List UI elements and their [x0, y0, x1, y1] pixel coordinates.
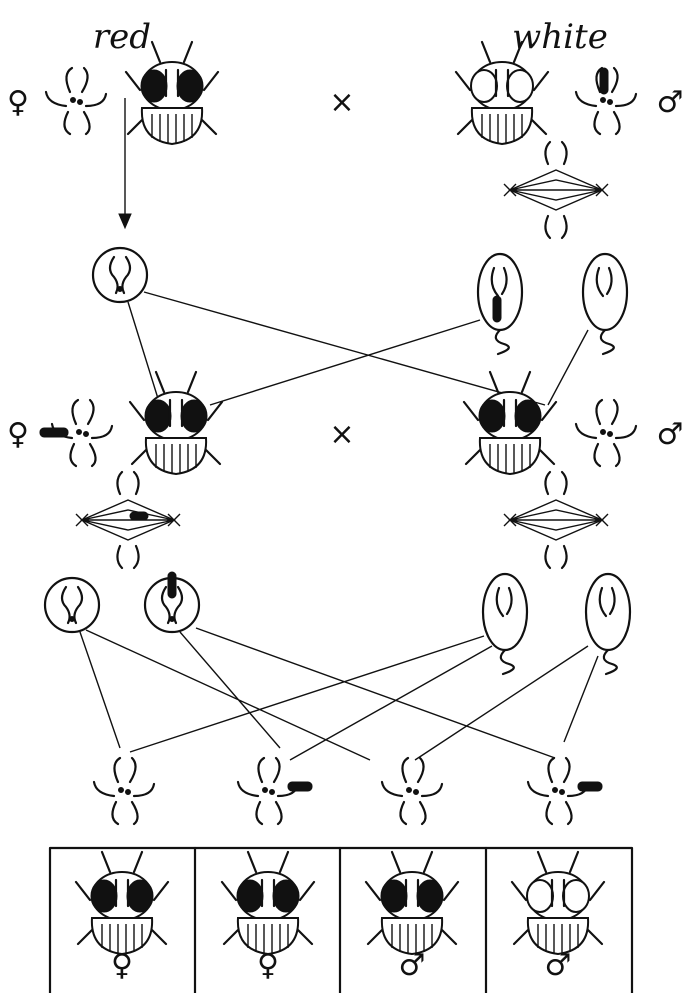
- offspring-cell-4: ♂: [510, 850, 606, 983]
- chromosome-rosette: [236, 756, 300, 826]
- cross-symbol: ×: [329, 417, 354, 452]
- fly-red-eyes: [364, 850, 460, 956]
- chromosome-rosette: [92, 756, 156, 826]
- cross-symbol: ×: [329, 85, 354, 120]
- male-symbol: ♂: [657, 417, 684, 452]
- fly-red-eyes: [220, 850, 316, 956]
- fly-red-eyes: [128, 370, 224, 476]
- x-chromosome-mark: [287, 781, 313, 792]
- female-symbol: ♀: [7, 85, 29, 120]
- chromosome-rosette: [574, 398, 638, 468]
- chromosome-rosette: [44, 66, 108, 136]
- sperm-cell: [584, 572, 632, 676]
- female-symbol: ♀: [7, 417, 29, 452]
- sperm-cell: [481, 572, 529, 676]
- table-dividers: [193, 846, 488, 993]
- offspring-cell-1: ♀: [74, 850, 170, 983]
- sperm-cell: [581, 252, 629, 356]
- fertilization-lines: [79, 627, 599, 761]
- fertilization-lines: [127, 291, 589, 406]
- label-red: red: [93, 17, 151, 57]
- female-symbol: ♀: [111, 948, 133, 983]
- label-white: white: [512, 17, 608, 57]
- x-chromosome-mark: [129, 511, 149, 521]
- fly-red-eyes: [124, 40, 220, 146]
- spindle: [502, 140, 610, 240]
- fly-red-eyes: [462, 370, 558, 476]
- female-symbol: ♀: [257, 948, 279, 983]
- x-chromosome-mark: [39, 427, 69, 438]
- spindle: [74, 470, 182, 570]
- x-chromosome-mark: [599, 67, 609, 95]
- x-chromosome-mark: [167, 571, 177, 599]
- fly-white-eyes: [454, 40, 550, 146]
- male-symbol: ♂: [545, 948, 572, 983]
- x-chromosome-mark: [492, 295, 502, 323]
- fly-white-eyes: [510, 850, 606, 956]
- arrow-head: [118, 213, 132, 230]
- offspring-cell-3: ♂: [364, 850, 460, 983]
- male-symbol: ♂: [657, 85, 684, 120]
- x-chromosome-mark: [577, 781, 603, 792]
- egg-cell: [43, 576, 101, 634]
- chromosome-rosette: [380, 756, 444, 826]
- egg-cell: [91, 246, 149, 304]
- fly-red-eyes: [74, 850, 170, 956]
- spindle: [502, 470, 610, 570]
- chromosome-rosette: [526, 756, 590, 826]
- male-symbol: ♂: [399, 948, 426, 983]
- offspring-cell-2: ♀: [220, 850, 316, 983]
